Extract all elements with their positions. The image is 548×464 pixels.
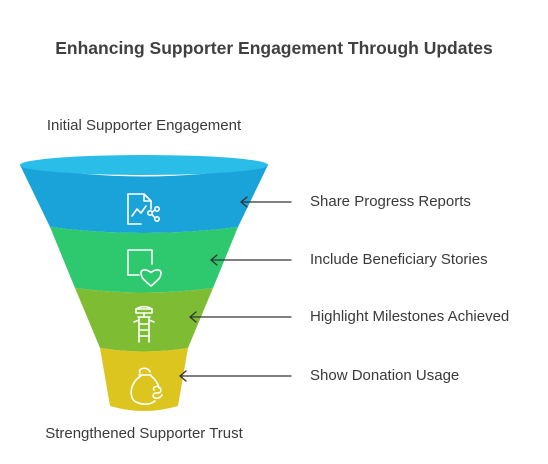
- stage-label-highlight-milestones: Highlight Milestones Achieved: [310, 308, 510, 325]
- stage-label-show-donation-usage: Show Donation Usage: [310, 367, 460, 384]
- funnel-stage-4: [100, 348, 188, 411]
- diagram-title: Enhancing Supporter Engagement Through U…: [55, 38, 493, 58]
- money-bag-icon: [130, 367, 163, 405]
- step-arrows: [179, 196, 292, 382]
- arrow-stage-4: [179, 370, 292, 382]
- funnel-bottom-label: Strengthened Supporter Trust: [45, 425, 243, 442]
- funnel-stage-3: [75, 288, 213, 352]
- stage-label-include-beneficiary-stories: Include Beneficiary Stories: [310, 251, 488, 268]
- stage-label-share-progress-reports: Share Progress Reports: [310, 193, 471, 210]
- funnel-rim: [20, 155, 268, 175]
- document-heart-icon: [127, 249, 162, 287]
- arrow-stage-2: [210, 254, 292, 266]
- funnel-top-label: Initial Supporter Engagement: [46, 117, 242, 134]
- funnel-stage-2: [50, 227, 238, 293]
- arrow-stage-1: [240, 196, 292, 208]
- ladder-flag-icon: [133, 305, 155, 343]
- arrow-stage-3: [189, 311, 292, 323]
- report-chart-share-icon: [127, 193, 161, 225]
